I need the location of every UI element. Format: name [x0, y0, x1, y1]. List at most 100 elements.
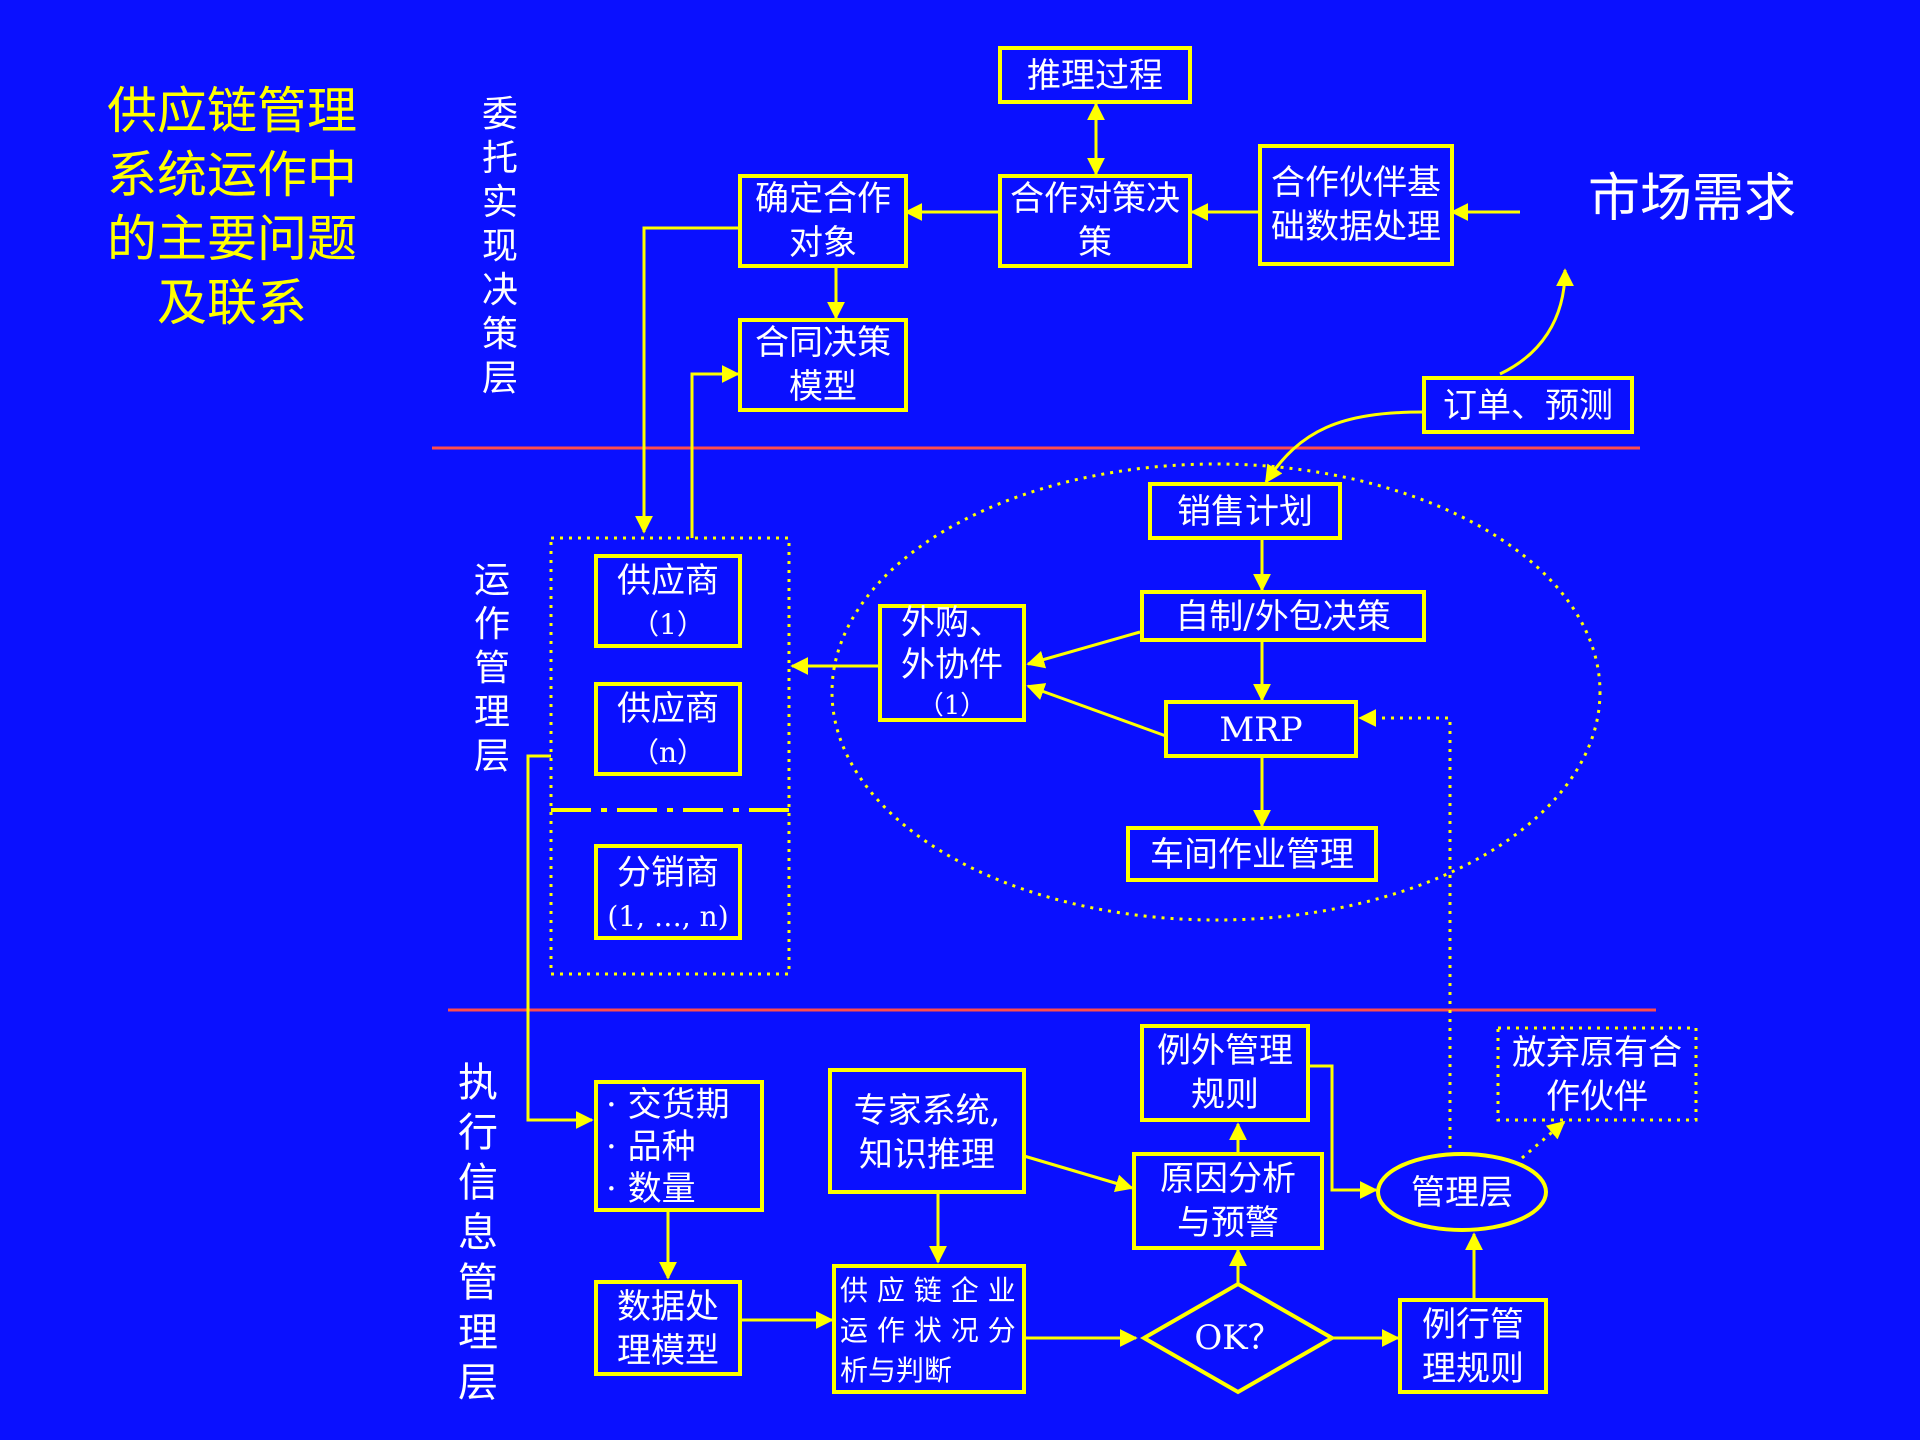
- box-expert-system: [828, 1068, 1026, 1194]
- layer-bottom-char: 层: [458, 1360, 498, 1406]
- label-determine-partner-1: 确定合作: [755, 179, 891, 219]
- label-delivery-info-1: · 交货期: [606, 1085, 730, 1125]
- box-distributor: [594, 844, 742, 940]
- box-supplier-n: [594, 682, 742, 776]
- label-supplier-n-2: （n）: [631, 736, 705, 769]
- box-outsourced-parts: [878, 604, 1026, 722]
- box-abandon-partner: [1496, 1026, 1698, 1122]
- layer-middle-char: 作: [474, 604, 510, 645]
- title-line-3: 的主要问题: [107, 210, 357, 268]
- layer-bottom-char: 理: [458, 1310, 498, 1356]
- label-outsourced-parts-3: （1）: [918, 691, 987, 721]
- label-data-model-2: 理模型: [617, 1331, 719, 1371]
- label-contract-model-1: 合同决策: [755, 323, 891, 363]
- label-partner-data-1: 合作伙伴基: [1271, 163, 1441, 203]
- label-contract-model-2: 模型: [789, 367, 857, 407]
- layer-label-top: 委 托 实 现 决 策 层: [482, 94, 518, 399]
- box-ok-check: [1139, 1281, 1337, 1395]
- box-data-model: [594, 1280, 742, 1376]
- arrow-partners-delivery: [526, 754, 594, 1129]
- layer-middle-char: 层: [474, 736, 510, 777]
- box-routine-rules: [1398, 1298, 1548, 1394]
- arrow-exception-management: [1310, 1064, 1378, 1199]
- arrow-determine-suppliers: [635, 226, 740, 534]
- layer-top-char: 委: [482, 94, 518, 135]
- title-line-2: 系统运作中: [107, 146, 357, 204]
- production-planning-ellipse: [830, 462, 1602, 922]
- arrow-suppliers-contract: [690, 365, 740, 538]
- label-partner-data-2: 础数据处理: [1271, 207, 1441, 247]
- label-reasoning-process: 推理过程: [1027, 56, 1163, 96]
- title-line-1: 供应链管理: [107, 82, 357, 140]
- layer-bottom-char: 管: [458, 1260, 498, 1306]
- box-mrp: [1164, 700, 1358, 758]
- title-line-4: 及联系: [157, 274, 307, 332]
- label-operation-analysis-3: 析与判断: [840, 1354, 952, 1387]
- layer-bottom-char: 行: [458, 1110, 498, 1156]
- box-reasoning-process: [998, 46, 1192, 104]
- box-management: [1376, 1152, 1548, 1232]
- arrow-mrp-outsourced: [1026, 683, 1167, 738]
- box-contract-model: [738, 318, 908, 412]
- label-routine-rules-1: 例行管: [1422, 1305, 1524, 1345]
- layer-top-char: 决: [482, 270, 518, 311]
- box-make-or-buy: [1140, 590, 1426, 642]
- box-orders-forecast: [1422, 376, 1634, 434]
- label-supplier-1-1: 供应商: [617, 561, 719, 601]
- arrow-management-abandon: [1521, 1120, 1566, 1160]
- label-cause-analysis-1: 原因分析: [1160, 1159, 1296, 1199]
- label-exception-rules-1: 例外管理: [1157, 1031, 1293, 1071]
- label-distributor-2: (1, …, n): [607, 900, 728, 933]
- label-outsourced-parts-2: 外协件: [901, 645, 1003, 685]
- label-ok-check: OK？: [1194, 1318, 1281, 1358]
- box-delivery-info: [594, 1080, 764, 1212]
- label-mrp: MRP: [1219, 710, 1302, 750]
- label-workshop: 车间作业管理: [1150, 835, 1354, 875]
- label-cooperation-decision-2: 策: [1078, 223, 1112, 263]
- label-operation-analysis-1: 供 应 链 企 业: [840, 1274, 1016, 1307]
- label-exception-rules-2: 规则: [1191, 1075, 1259, 1115]
- label-make-or-buy: 自制/外包决策: [1175, 597, 1390, 637]
- layer-bottom-char: 信: [458, 1160, 498, 1206]
- label-supplier-1-2: （1）: [631, 608, 705, 641]
- label-cooperation-decision-1: 合作对策决: [1010, 179, 1180, 219]
- label-delivery-info-2: · 品种: [606, 1127, 696, 1167]
- label-orders-forecast: 订单、预测: [1443, 386, 1613, 426]
- label-delivery-info-3: · 数量: [606, 1169, 696, 1209]
- label-distributor-1: 分销商: [617, 853, 719, 893]
- market-demand-label: 市场需求: [1588, 169, 1796, 229]
- label-outsourced-parts-1: 外购、: [901, 603, 1003, 643]
- box-operation-analysis: [832, 1264, 1026, 1394]
- label-determine-partner-2: 对象: [789, 223, 857, 263]
- arrow-expert-cause: [1023, 1154, 1134, 1193]
- box-partner-data: [1258, 144, 1454, 266]
- layer-label-middle: 运 作 管 理 层: [474, 560, 510, 777]
- box-exception-rules: [1140, 1024, 1310, 1122]
- arrow-orders-sales: [1264, 410, 1425, 484]
- label-data-model-1: 数据处: [617, 1287, 719, 1327]
- connectors: [526, 102, 1574, 1347]
- layer-top-char: 现: [482, 226, 518, 267]
- box-determine-partner: [738, 174, 908, 268]
- box-cause-analysis: [1132, 1152, 1324, 1250]
- box-supplier-1: [594, 554, 742, 648]
- layer-middle-char: 运: [474, 560, 510, 601]
- layer-label-bottom: 执 行 信 息 管 理 层: [458, 1060, 498, 1406]
- label-management: 管理层: [1411, 1173, 1513, 1213]
- label-expert-system-1: 专家系统,: [854, 1091, 1001, 1131]
- label-operation-analysis-2: 运 作 状 况 分: [840, 1314, 1016, 1347]
- layer-bottom-char: 息: [458, 1210, 498, 1256]
- layer-top-char: 实: [482, 182, 518, 223]
- layer-middle-char: 管: [474, 648, 510, 689]
- label-supplier-n-1: 供应商: [617, 689, 719, 729]
- layer-top-char: 托: [482, 138, 518, 179]
- layer-middle-char: 理: [474, 692, 510, 733]
- box-workshop: [1126, 826, 1378, 882]
- label-expert-system-2: 知识推理: [859, 1135, 995, 1175]
- layer-top-char: 层: [482, 358, 518, 399]
- label-abandon-partner-1: 放弃原有合: [1512, 1033, 1682, 1073]
- diagram-title: 供应链管理 系统运作中 的主要问题 及联系: [107, 82, 357, 332]
- label-sales-plan: 销售计划: [1177, 492, 1313, 532]
- label-routine-rules-2: 理规则: [1422, 1349, 1524, 1389]
